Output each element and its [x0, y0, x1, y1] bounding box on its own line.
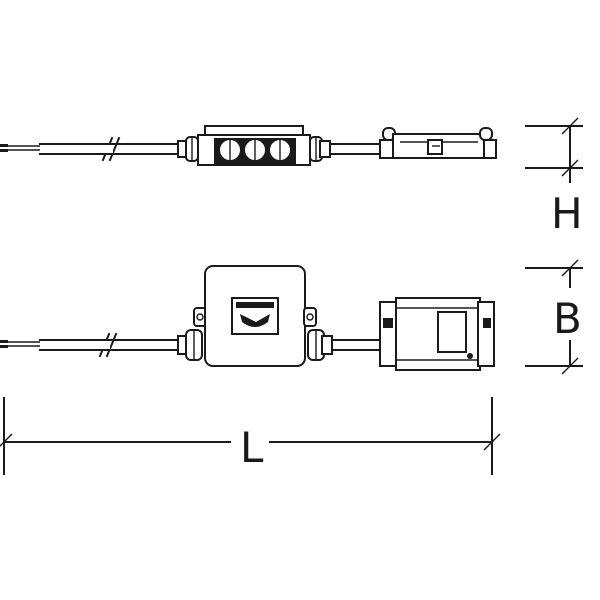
- side-junction-box: [197, 125, 311, 166]
- side-left-gland: [177, 136, 199, 162]
- dimension-b: B: [525, 259, 590, 375]
- top-cable-end: [0, 340, 40, 348]
- top-right-gland: [303, 307, 333, 361]
- side-driver-unit: [379, 127, 497, 159]
- top-driver-unit: [379, 297, 495, 371]
- dimension-h: H: [525, 117, 583, 238]
- dimension-h-label: H: [551, 189, 583, 238]
- top-cable: [39, 332, 181, 358]
- side-view: [0, 125, 497, 166]
- dimension-l-label: L: [240, 423, 264, 472]
- top-junction-box: [204, 265, 306, 367]
- dimension-b-label: B: [553, 294, 582, 343]
- side-cable-end: [0, 144, 40, 152]
- top-left-gland: [177, 307, 207, 361]
- side-right-gland: [309, 136, 331, 162]
- top-view: [0, 265, 495, 371]
- side-cable: [39, 136, 181, 162]
- dimension-l: L: [0, 397, 501, 475]
